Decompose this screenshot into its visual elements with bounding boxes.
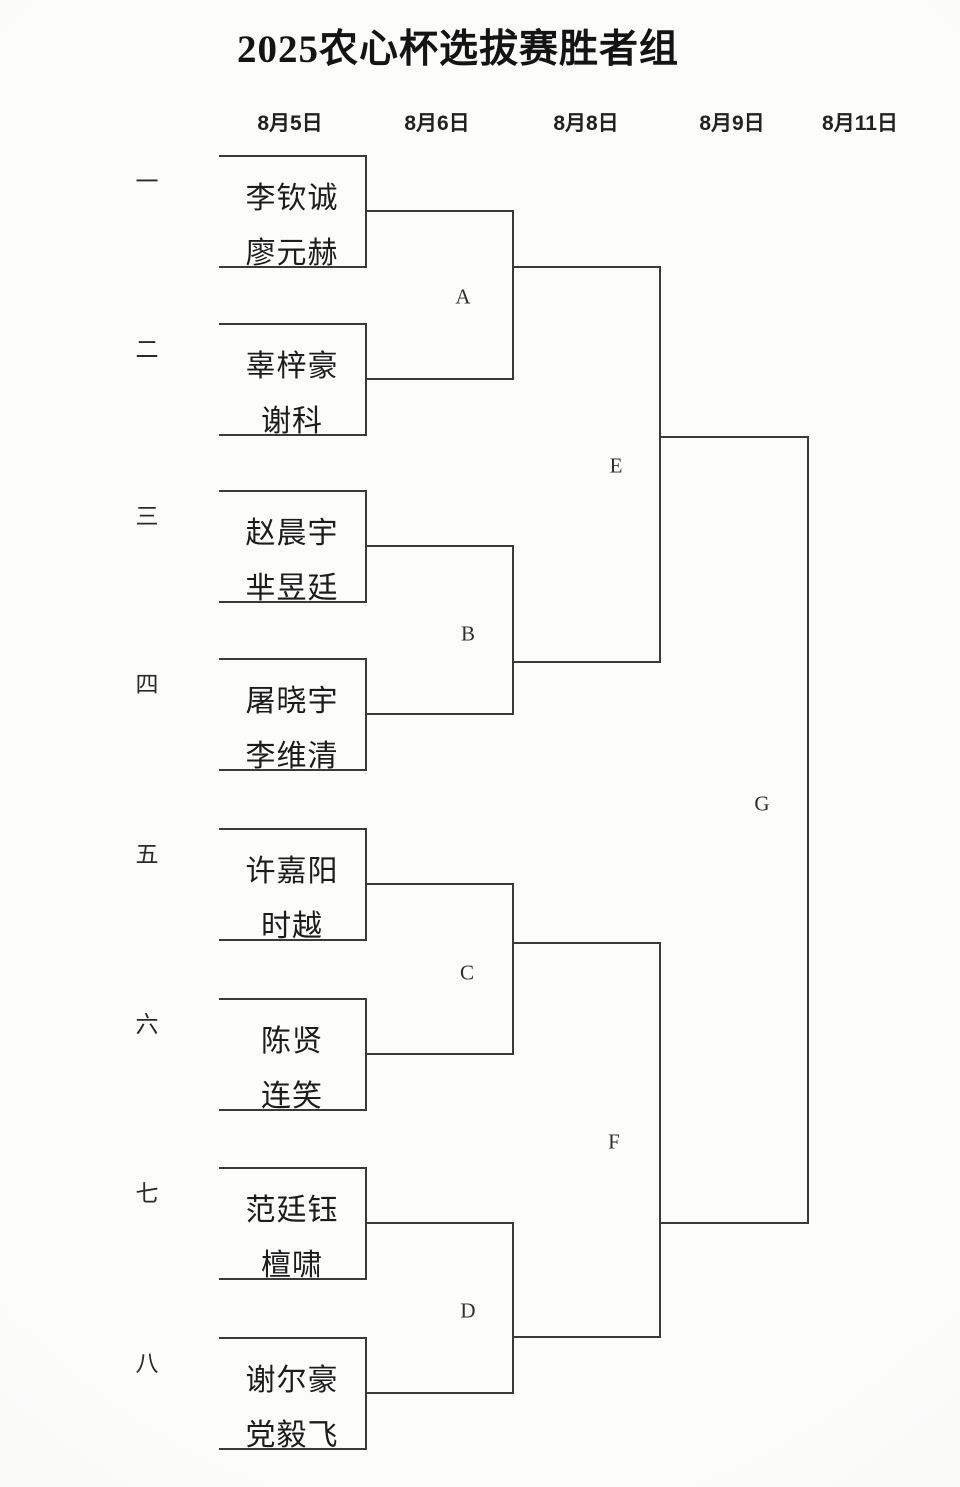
winner-line-a bbox=[512, 266, 660, 268]
seed-label-3: 三 bbox=[135, 504, 159, 529]
connector-line-match3 bbox=[367, 545, 513, 547]
bracket-vertical-f bbox=[659, 942, 661, 1338]
player-name: 许嘉阳 bbox=[245, 855, 339, 888]
winner-line-b bbox=[512, 661, 660, 663]
match-code-e: E bbox=[609, 453, 623, 478]
player-name: 屠晓宇 bbox=[245, 685, 339, 718]
bracket-vertical-c bbox=[512, 883, 514, 1055]
player-name: 党毅飞 bbox=[245, 1419, 339, 1452]
player-name: 李钦诚 bbox=[245, 182, 339, 215]
connector-line-match5 bbox=[367, 883, 513, 885]
bracket-vertical-a bbox=[512, 210, 514, 380]
player-name: 范廷钰 bbox=[245, 1194, 339, 1227]
player-name: 时越 bbox=[261, 910, 323, 943]
winner-line-f bbox=[659, 1222, 808, 1224]
match-code-c: C bbox=[459, 960, 475, 985]
match-box-5: 许嘉阳 时越 bbox=[219, 828, 367, 943]
date-header-round1: 8月5日 bbox=[257, 112, 323, 135]
player-name: 李维清 bbox=[245, 740, 339, 773]
seed-label-7: 七 bbox=[135, 1181, 159, 1206]
seed-label-6: 六 bbox=[135, 1012, 159, 1037]
date-header-round5: 8月11日 bbox=[822, 112, 898, 135]
seed-label-4: 四 bbox=[135, 672, 159, 697]
winner-line-e bbox=[659, 436, 808, 438]
match-code-d: D bbox=[460, 1298, 476, 1323]
match-code-f: F bbox=[608, 1129, 620, 1154]
player-name: 陈贤 bbox=[261, 1025, 323, 1058]
date-header-round3: 8月8日 bbox=[553, 112, 619, 135]
player-name: 连笑 bbox=[261, 1080, 323, 1113]
player-name: 赵晨宇 bbox=[245, 517, 339, 550]
page-title: 2025农心杯选拔赛胜者组 bbox=[236, 28, 680, 71]
seed-label-1: 一 bbox=[135, 169, 159, 194]
match-box-1: 李钦诚 廖元赫 bbox=[219, 155, 367, 270]
bracket-vertical-d bbox=[512, 1222, 514, 1394]
seed-label-5: 五 bbox=[135, 842, 159, 867]
match-box-3: 赵晨宇 芈昱廷 bbox=[219, 490, 367, 605]
connector-line-match2 bbox=[367, 378, 513, 380]
match-box-2: 辜梓豪 谢科 bbox=[219, 323, 367, 438]
date-header-round2: 8月6日 bbox=[404, 112, 470, 135]
bracket-vertical-e bbox=[659, 266, 661, 663]
match-box-4: 屠晓宇 李维清 bbox=[219, 658, 367, 773]
match-box-7: 范廷钰 檀啸 bbox=[219, 1167, 367, 1282]
match-box-8: 谢尔豪 党毅飞 bbox=[219, 1337, 367, 1452]
player-name: 辜梓豪 bbox=[245, 350, 339, 383]
connector-line-match6 bbox=[367, 1053, 513, 1055]
winner-line-d bbox=[512, 1336, 660, 1338]
match-code-b: B bbox=[460, 621, 476, 646]
connector-line-match7 bbox=[367, 1222, 513, 1224]
bracket-vertical-g bbox=[807, 436, 809, 1224]
player-name: 檀啸 bbox=[261, 1249, 323, 1282]
player-name: 芈昱廷 bbox=[245, 572, 339, 605]
match-code-g: G bbox=[754, 791, 770, 816]
match-code-a: A bbox=[455, 284, 471, 309]
connector-line-match4 bbox=[367, 713, 513, 715]
player-name: 廖元赫 bbox=[245, 237, 339, 270]
connector-line-match8 bbox=[367, 1392, 513, 1394]
bracket-vertical-b bbox=[512, 545, 514, 715]
winner-line-c bbox=[512, 942, 660, 944]
date-header-round4: 8月9日 bbox=[699, 112, 765, 135]
seed-label-8: 八 bbox=[135, 1351, 159, 1376]
player-name: 谢尔豪 bbox=[245, 1364, 339, 1397]
connector-line-match1 bbox=[367, 210, 513, 212]
match-box-6: 陈贤 连笑 bbox=[219, 998, 367, 1113]
seed-label-2: 二 bbox=[135, 337, 159, 362]
player-name: 谢科 bbox=[261, 405, 323, 438]
